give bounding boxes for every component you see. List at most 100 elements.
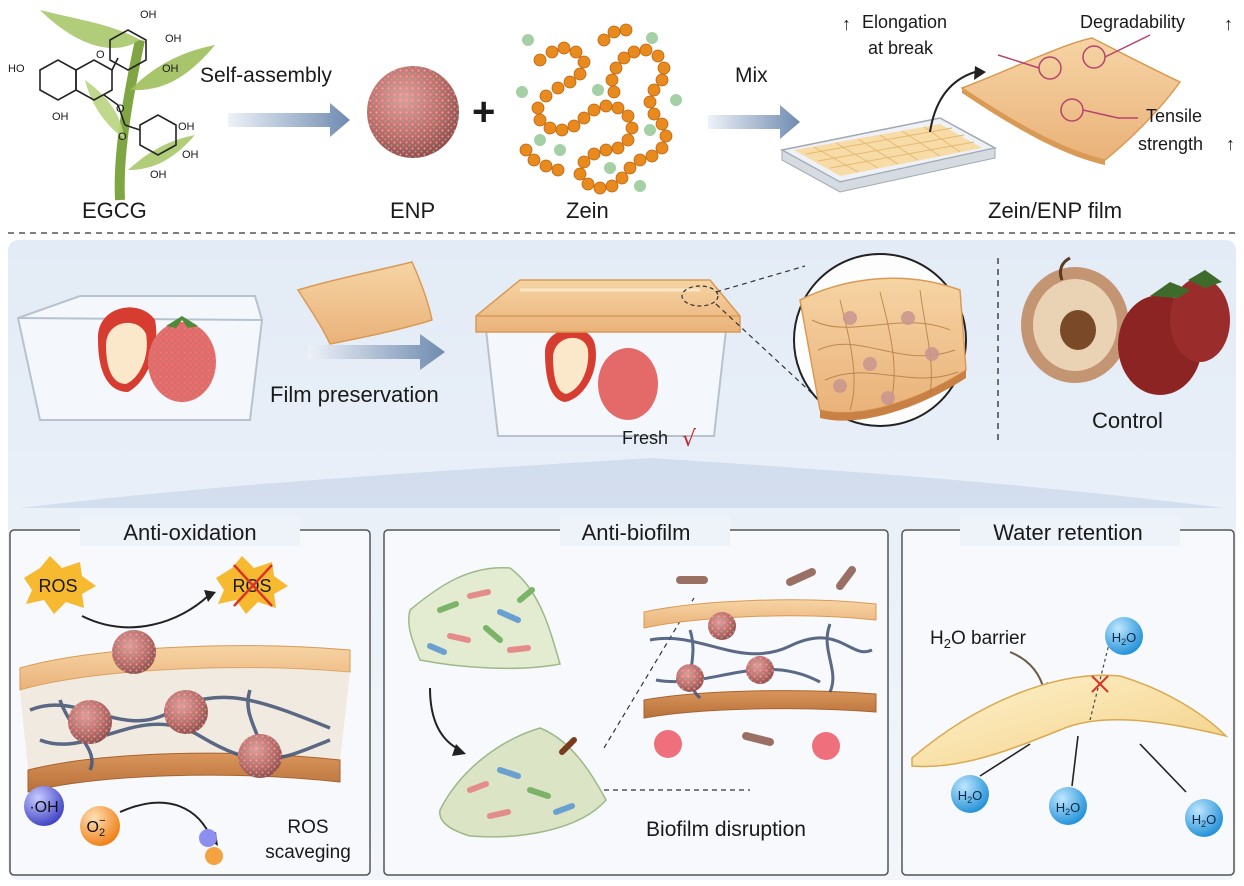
intact-biofilm [408, 566, 561, 670]
elongation-up-arrow: ↑ [842, 14, 851, 34]
water-escape-arrow-middle [1071, 735, 1079, 787]
zoom-line-upper [715, 265, 806, 293]
chem-label: O [118, 131, 127, 143]
plus-sign: + [472, 90, 495, 134]
h2o-sub: 2 [1201, 819, 1206, 829]
film-preservation-label: Film preservation [270, 382, 439, 407]
water-escape-arrow-right [1139, 743, 1187, 793]
chem-label: OH [162, 63, 179, 75]
chem-label: OH [182, 149, 199, 161]
zein-protein-chain [519, 23, 673, 195]
cross-icon [233, 564, 273, 607]
h2o-h: H [1192, 812, 1201, 827]
barrier-rest: O barrier [951, 628, 1027, 649]
h2o-sub: 2 [1121, 637, 1126, 647]
self-assembly-arrow [228, 103, 350, 137]
water-escape-arrow-left [979, 743, 1031, 777]
water-molecule-icon: H2O [1105, 617, 1143, 655]
degradability-up-arrow: ↑ [1224, 14, 1233, 34]
anti-biofilm-film-layers [643, 566, 877, 760]
ros-label: ROS [38, 576, 77, 596]
film-covered-box [475, 279, 741, 437]
enp-nanoparticle [367, 66, 459, 158]
water-retention-title: Water retention [993, 520, 1143, 545]
barrier-h: H [930, 628, 944, 649]
h2o-label: H2O [958, 788, 983, 805]
h2o-h: H [1056, 800, 1065, 815]
biofilm-disruption-label: Biofilm disruption [646, 818, 806, 841]
h2o-o: O [1126, 630, 1136, 645]
degradability-label: Degradability [1080, 12, 1185, 32]
enp-label: ENP [390, 198, 435, 223]
zein-bound-enp-dots [516, 32, 682, 192]
egcg-label: EGCG [82, 198, 147, 223]
superoxide-base: O [86, 819, 98, 836]
hydroxyl-radical-icon [24, 786, 64, 826]
fresh-label: Fresh [622, 428, 668, 448]
h2o-label: H2O [1112, 630, 1137, 647]
mix-label: Mix [735, 64, 768, 87]
arrowhead-icon [452, 744, 466, 756]
superoxide-label: O2− [86, 815, 105, 839]
superoxide-icon [80, 806, 120, 846]
h2o-o: O [1070, 800, 1080, 815]
barrier-sub: 2 [944, 636, 951, 651]
blocked-water-path [1089, 639, 1111, 721]
chem-label: OH [178, 121, 195, 133]
mix-arrow [708, 105, 800, 139]
tensile-label-line2: strength [1138, 134, 1203, 154]
zoom-line-upper [603, 597, 695, 749]
elongation-label-line2: at break [868, 38, 934, 58]
chem-label: OH [165, 33, 182, 45]
h2o-o: O [1206, 812, 1216, 827]
hydroxyl-label: ·OH [29, 799, 58, 816]
zein-enp-film-sheet [960, 34, 1182, 165]
water-molecule-icon: H2O [951, 775, 989, 813]
water-molecule-icon: H2O [1185, 799, 1223, 837]
water-molecule-icon: H2O [1049, 787, 1087, 825]
h2o-sub: 2 [1065, 807, 1070, 817]
cross-icon [1091, 675, 1109, 693]
chem-label: HO [8, 63, 25, 75]
fresh-check-mark: √ [682, 427, 697, 452]
elongation-label-line1: Elongation [862, 12, 947, 32]
self-assembly-label: Self-assembly [200, 64, 332, 87]
anti-biofilm-title: Anti-biofilm [582, 520, 691, 545]
superoxide-subscript: 2 [99, 827, 105, 839]
tensile-up-arrow: ↑ [1226, 134, 1235, 154]
superoxide-superscript: − [99, 815, 105, 827]
chem-label: OH [140, 9, 157, 21]
h2o-o: O [972, 788, 982, 803]
egcg-molecule-illustration: OH OH OH HO OH O O O OH OH OH [8, 9, 215, 201]
ros-scavenging-label-line2: scaveging [265, 842, 351, 863]
open-box-with-fruit [16, 295, 264, 421]
fan-out-shape [20, 458, 1224, 508]
anti-biofilm-title-bg [560, 516, 730, 546]
chem-label: O [96, 49, 105, 61]
magnified-film-circle [793, 253, 967, 427]
control-spoiled-fruit [1021, 256, 1230, 395]
h2o-h: H [958, 788, 967, 803]
ros-burst-icon [24, 556, 96, 614]
water-barrier-label: H2O barrier [930, 628, 1027, 651]
disruption-arrow [429, 687, 461, 751]
petri-dish-film-casting [779, 66, 998, 193]
arrowhead-icon [204, 590, 216, 602]
disrupted-biofilm [439, 727, 607, 838]
anti-oxidation-title-bg [80, 516, 300, 546]
h2o-sub: 2 [967, 795, 972, 805]
zein-label: Zein [566, 198, 609, 223]
control-label: Control [1092, 408, 1163, 433]
chem-label: OH [150, 169, 167, 181]
h2o-label: H2O [1056, 800, 1081, 817]
water-barrier-film [911, 674, 1229, 768]
film-sheet-icon [296, 261, 433, 345]
egcg-atom-labels: OH OH OH HO OH O O O OH OH OH [8, 9, 199, 181]
h2o-label: H2O [1192, 812, 1217, 829]
ros-scavenging-label-line1: ROS [287, 817, 328, 838]
film-preservation-arrow [308, 334, 445, 370]
anti-oxidation-film-layers [19, 630, 351, 793]
water-retention-title-bg [960, 516, 1180, 546]
chem-label: OH [52, 111, 69, 123]
